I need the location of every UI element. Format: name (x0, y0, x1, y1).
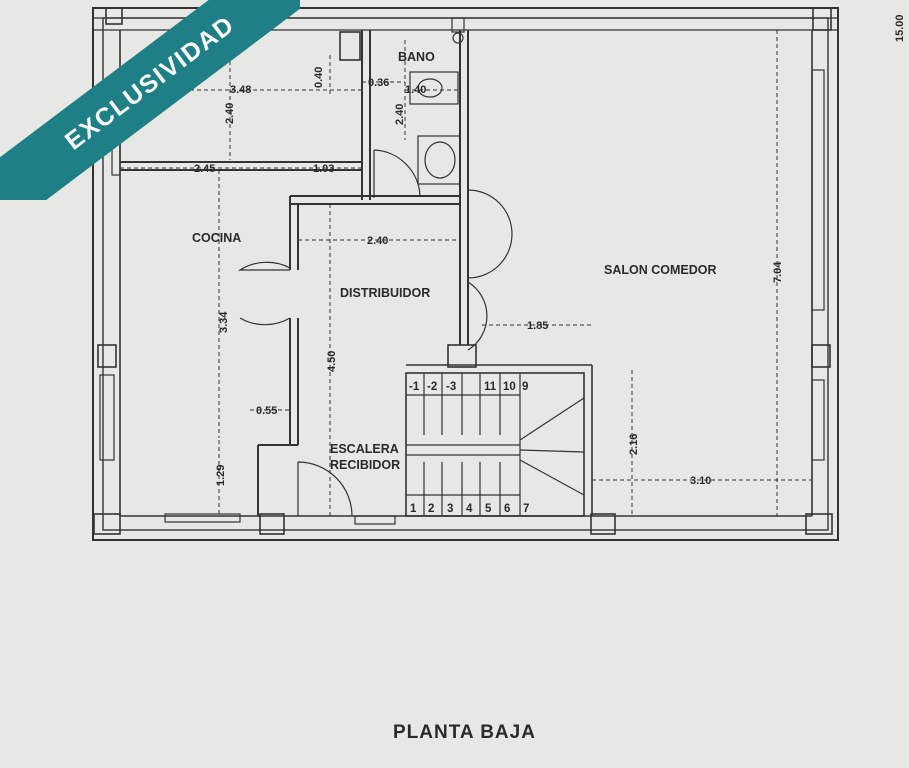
plan-title: PLANTA BAJA (393, 722, 536, 743)
dim-240-kitchen: 2.40 (224, 103, 236, 124)
dim-245: 2.45 (194, 163, 215, 175)
step-number: 3 (447, 503, 453, 515)
step-number: 9 (522, 381, 528, 393)
columns (93, 7, 833, 535)
room-labels: BANO COCINA DISTRIBUIDOR SALON COMEDOR E… (192, 50, 717, 472)
dim-129: 1.29 (215, 465, 227, 486)
doors (237, 149, 513, 517)
room-cocina: COCINA (192, 231, 241, 245)
dim-103: 1.03 (313, 163, 334, 175)
windows (99, 69, 825, 525)
dim-450: 4.50 (326, 351, 338, 372)
fixtures (409, 17, 465, 185)
dim-185: 1.85 (527, 320, 548, 332)
dim-310: 3.10 (690, 475, 711, 487)
step-number: 10 (503, 381, 516, 393)
step-number: -2 (427, 381, 437, 393)
dimension-lines (120, 30, 812, 516)
step-number: 7 (523, 503, 529, 515)
step-number: -1 (409, 381, 420, 393)
dim-040: 0.40 (313, 67, 325, 88)
dim-140: 1.40 (405, 84, 426, 96)
step-number: 11 (484, 381, 497, 393)
step-number: -3 (446, 381, 456, 393)
room-bano: BANO (398, 50, 435, 64)
stairs (406, 373, 585, 516)
walls (92, 7, 839, 541)
dimension-labels: 3.48 0.40 0.36 1.40 2.40 2.40 2.40 2.45 … (194, 14, 906, 487)
room-salon-comedor: SALON COMEDOR (604, 263, 717, 277)
dim-055: 0.55 (256, 405, 277, 417)
stair-step-numbers: -1 -2 -3 11 10 9 1 2 3 4 5 6 7 (409, 381, 529, 515)
room-escalera: ESCALERA (330, 442, 399, 456)
dim-348: 3.48 (230, 84, 251, 96)
step-number: 1 (410, 503, 417, 515)
dim-334: 3.34 (218, 311, 230, 333)
step-number: 4 (466, 503, 473, 515)
room-distribuidor: DISTRIBUIDOR (340, 286, 430, 300)
dim-216: 2.16 (628, 434, 640, 455)
step-number: 2 (428, 503, 434, 515)
room-recibidor: RECIBIDOR (330, 458, 400, 472)
step-number: 5 (485, 503, 492, 515)
dim-036: 0.36 (368, 77, 389, 89)
step-number: 6 (504, 503, 510, 515)
dim-1500: 15.00 (894, 14, 906, 42)
dim-704: 7.04 (772, 261, 784, 283)
dim-240-bath: 2.40 (394, 104, 406, 125)
dim-240-distrib: 2.40 (367, 235, 388, 247)
